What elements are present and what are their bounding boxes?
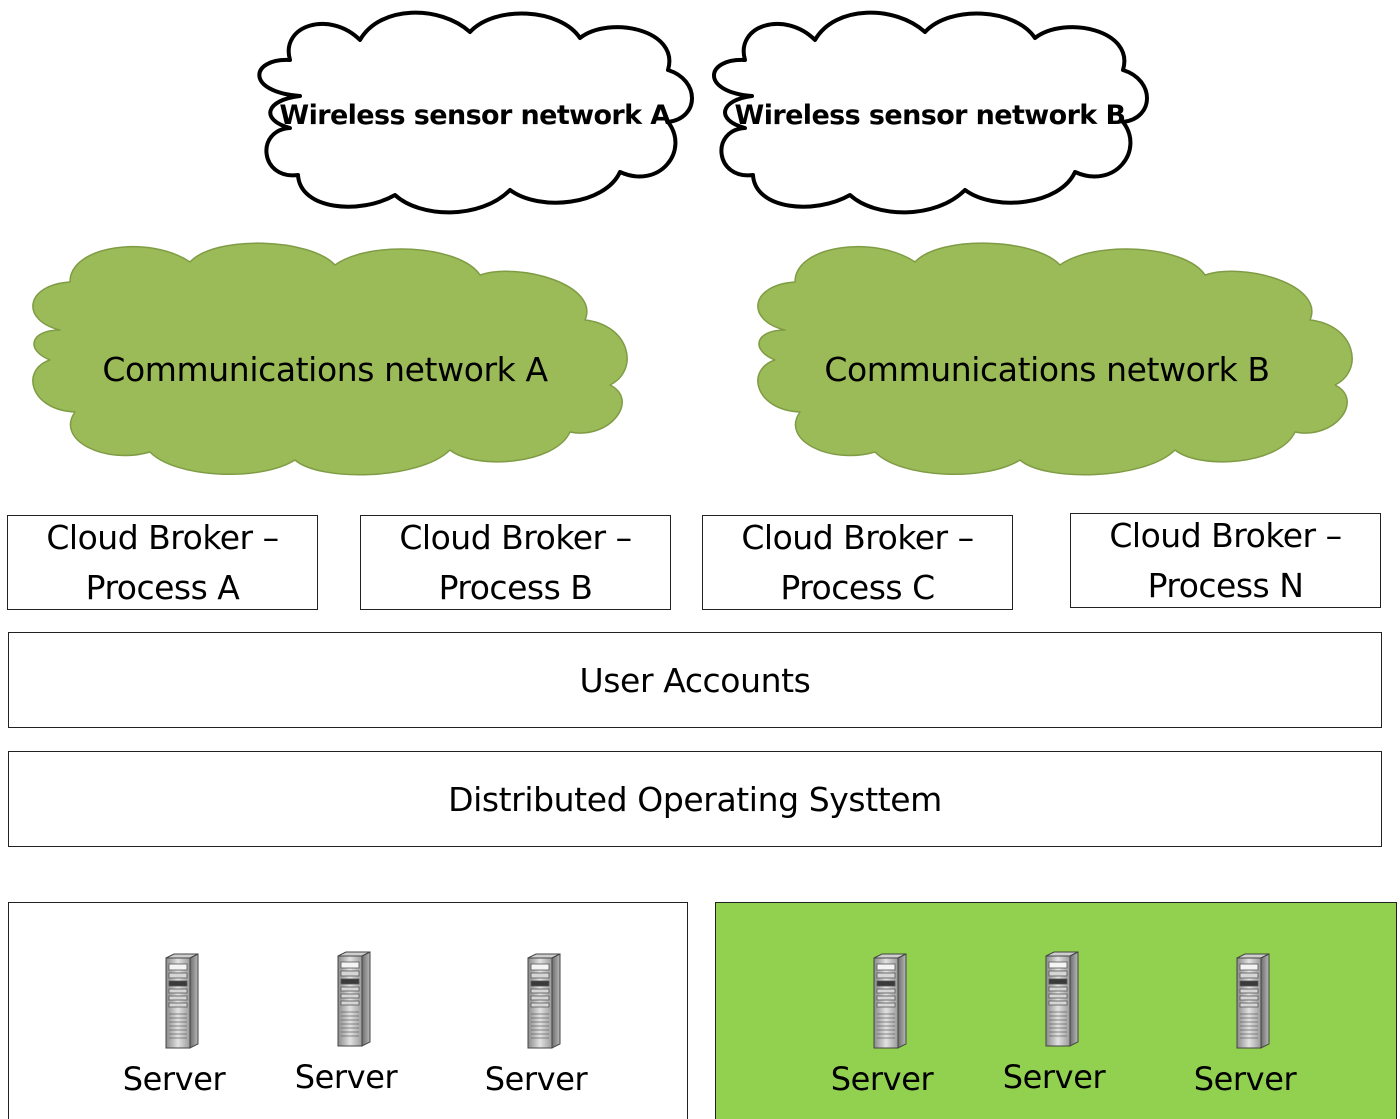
user-accounts-label: User Accounts [579, 660, 811, 700]
distributed-os-layer: Distributed Operating Systtem [8, 751, 1382, 847]
wireless-cloud-icons [257, 10, 1149, 215]
cloud-broker-process-a: Cloud Broker – Process A [7, 515, 318, 610]
cloud-broker-process: Process N [1147, 565, 1304, 605]
server: Server [822, 952, 942, 1102]
server-tower-icon [527, 953, 561, 1049]
distributed-os-label: Distributed Operating Systtem [448, 779, 942, 819]
server-tower-icon [337, 951, 371, 1047]
communications-network-b-label: Communications network B [824, 349, 1270, 389]
cloud-broker-title: Cloud Broker – [1109, 515, 1342, 555]
communications-network-b-cloud [757, 242, 1353, 476]
cloud-broker-title: Cloud Broker – [399, 517, 632, 557]
server-label: Server [294, 1058, 398, 1096]
server-tower-icon [1236, 953, 1270, 1049]
communications-cloud-icons [32, 242, 1353, 476]
cloud-broker-title: Cloud Broker – [46, 517, 279, 557]
communications-network-a-cloud [32, 242, 628, 476]
server: Server [1185, 952, 1305, 1102]
server-tower-icon [873, 953, 907, 1049]
server-tower-icon [1045, 951, 1079, 1047]
cloud-broker-process-c: Cloud Broker – Process C [702, 515, 1013, 610]
cloud-broker-title: Cloud Broker – [741, 517, 974, 557]
cloud-broker-process: Process C [780, 567, 935, 607]
user-accounts-layer: User Accounts [8, 632, 1382, 728]
wireless-sensor-network-a-label: Wireless sensor network A [279, 99, 671, 131]
server-label: Server [122, 1060, 226, 1098]
server-label: Server [1002, 1058, 1106, 1096]
communications-network-a-label: Communications network A [102, 349, 548, 389]
server: Server [114, 952, 234, 1102]
server: Server [286, 950, 406, 1100]
server: Server [994, 950, 1114, 1100]
server-label: Server [830, 1060, 934, 1098]
cloud-broker-process-b: Cloud Broker – Process B [360, 515, 671, 610]
server: Server [476, 952, 596, 1102]
cloud-broker-process: Process B [438, 567, 593, 607]
server-label: Server [484, 1060, 588, 1098]
cloud-broker-process-n: Cloud Broker – Process N [1070, 513, 1381, 608]
wireless-sensor-network-b-label: Wireless sensor network B [734, 99, 1127, 131]
server-tower-icon [165, 953, 199, 1049]
wireless-sensor-network-a-cloud [257, 10, 694, 215]
wireless-sensor-network-b-cloud [712, 10, 1149, 215]
server-label: Server [1193, 1060, 1297, 1098]
cloud-broker-process: Process A [85, 567, 240, 607]
server-cluster-b [715, 902, 1397, 1119]
